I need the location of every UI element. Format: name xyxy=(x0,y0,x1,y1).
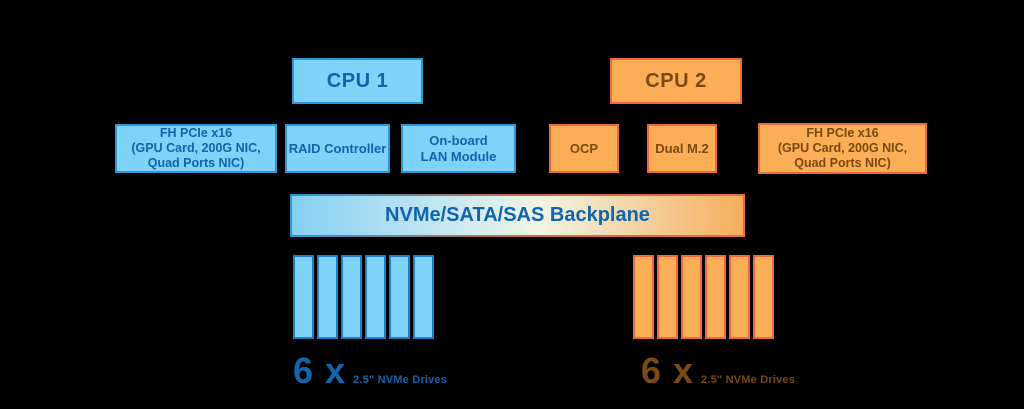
drive-bay xyxy=(705,255,726,339)
drive-bay xyxy=(753,255,774,339)
drive-bay-group-cpu1 xyxy=(293,255,434,339)
fh-pcie-x16-cpu1-box: FH PCIe x16 (GPU Card, 200G NIC, Quad Po… xyxy=(115,124,277,173)
drive-bay xyxy=(317,255,338,339)
nvme-sata-sas-backplane-bar: NVMe/SATA/SAS Backplane xyxy=(290,194,745,237)
raid-controller-box: RAID Controller xyxy=(285,124,390,173)
drive-count-prefix: 6 x xyxy=(641,350,695,391)
onboard-lan-module-box: On-board LAN Module xyxy=(401,124,516,173)
drive-count-suffix: 2.5" NVMe Drives xyxy=(701,374,796,386)
dual-m2-box: Dual M.2 xyxy=(647,124,717,173)
drive-count-label-cpu1: 6 x 2.5" NVMe Drives xyxy=(293,350,447,392)
ocp-box: OCP xyxy=(549,124,619,173)
drive-bay xyxy=(365,255,386,339)
drive-bay xyxy=(413,255,434,339)
drive-bay xyxy=(341,255,362,339)
cpu2-box: CPU 2 xyxy=(610,58,742,104)
drive-bay-group-cpu2 xyxy=(633,255,774,339)
drive-bay xyxy=(293,255,314,339)
drive-bay xyxy=(729,255,750,339)
drive-bay xyxy=(389,255,410,339)
drive-count-label-cpu2: 6 x 2.5" NVMe Drives xyxy=(641,350,795,392)
drive-count-suffix: 2.5" NVMe Drives xyxy=(353,374,448,386)
fh-pcie-x16-cpu2-box: FH PCIe x16 (GPU Card, 200G NIC, Quad Po… xyxy=(758,123,927,174)
drive-bay xyxy=(681,255,702,339)
drive-count-prefix: 6 x xyxy=(293,350,347,391)
cpu1-box: CPU 1 xyxy=(292,58,423,104)
drive-bay xyxy=(657,255,678,339)
drive-bay xyxy=(633,255,654,339)
